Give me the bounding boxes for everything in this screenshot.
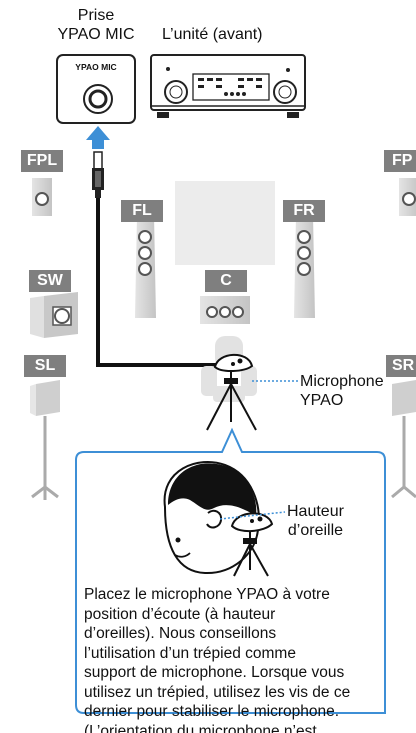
speaker-sr <box>391 380 416 499</box>
av-receiver-unit <box>150 54 306 118</box>
microphone-label: Microphone YPAO <box>300 373 384 409</box>
speaker-sl <box>30 380 60 500</box>
speaker-fpr <box>399 178 416 216</box>
speaker-tag-fpr: FP <box>384 150 416 172</box>
jack-label: Prise YPAO MIC <box>57 7 135 43</box>
speaker-tag-fl: FL <box>121 200 163 222</box>
person-head <box>163 461 260 575</box>
speaker-tag-c: C <box>205 270 247 292</box>
tv-screen <box>175 181 275 265</box>
speaker-c <box>200 296 250 324</box>
instruction-text: Placez le microphone YPAO à votre positi… <box>84 586 351 733</box>
ear-microphone <box>230 512 274 577</box>
info-callout-box <box>75 427 386 714</box>
microphone-on-tripod <box>206 353 257 431</box>
speaker-tag-sw: SW <box>29 270 71 292</box>
ear-height-label: Hauteur d’oreille <box>287 503 344 539</box>
mic-cable <box>96 198 222 367</box>
speaker-tag-fpl: FPL <box>21 150 63 172</box>
speaker-tag-sr: SR <box>386 355 416 377</box>
speaker-fr <box>294 215 315 318</box>
speaker-fpl <box>32 178 52 216</box>
speaker-tag-sl: SL <box>24 355 66 377</box>
unit-jack-label: YPAO MIC <box>75 62 117 72</box>
ear-label-leader <box>219 511 286 520</box>
speaker-sw <box>30 292 78 338</box>
speaker-tag-fr: FR <box>283 200 325 222</box>
ypao-mic-jack-panel <box>56 54 136 124</box>
speaker-fl <box>135 215 156 318</box>
connection-arrow <box>86 126 110 149</box>
mic-plug <box>92 151 104 198</box>
unit-label: L’unité (avant) <box>162 26 263 43</box>
